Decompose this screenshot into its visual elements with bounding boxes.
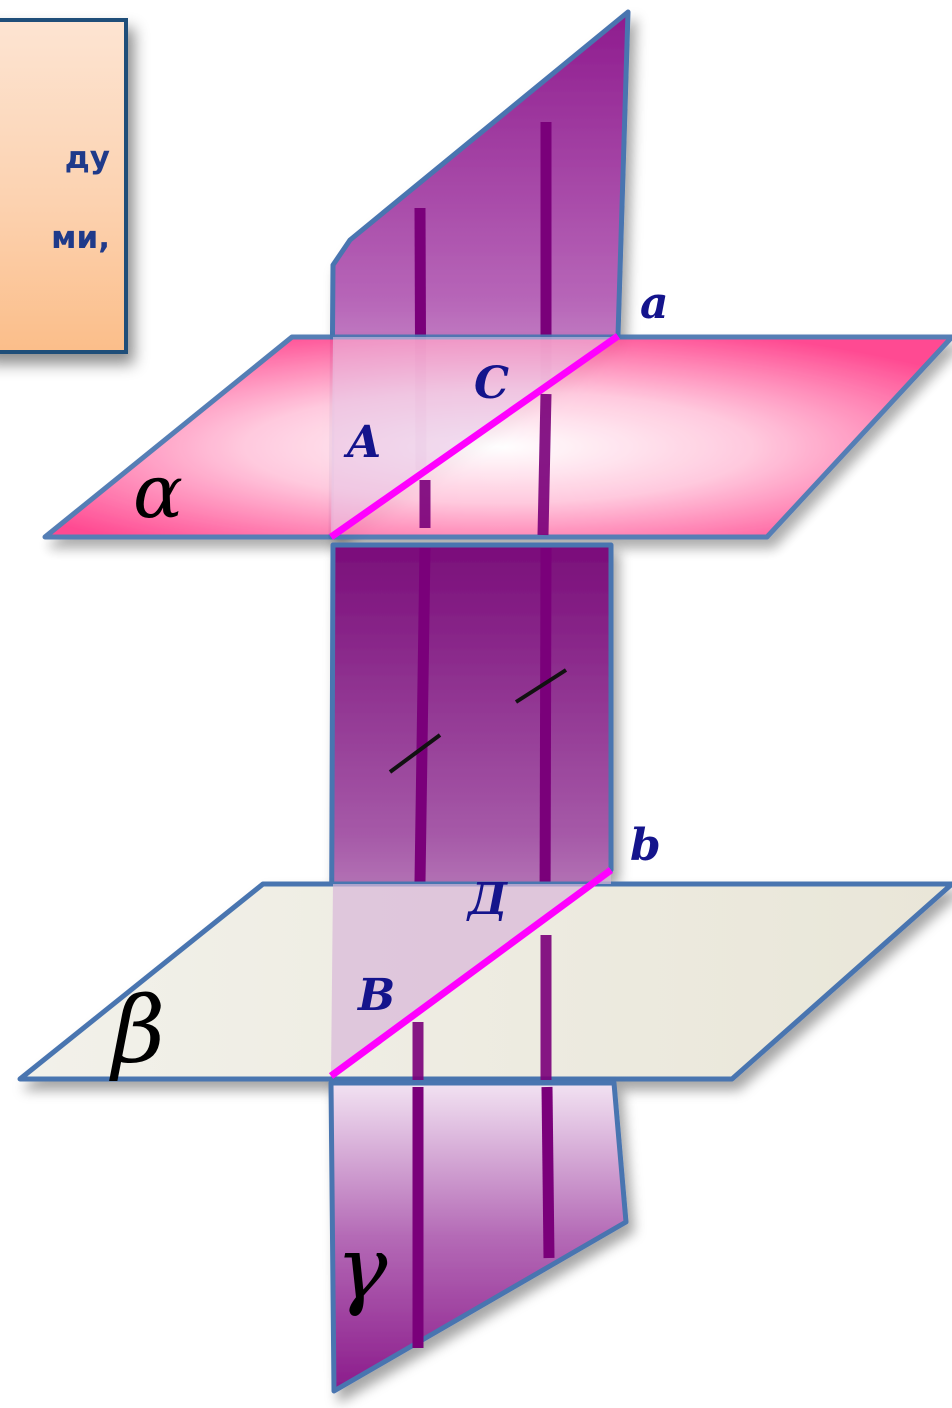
- plane-alpha: [42, 334, 952, 540]
- label-point-D: Д: [466, 874, 508, 925]
- intersection-line-b: [328, 867, 614, 1079]
- label-plane-alpha: α: [133, 449, 183, 535]
- text-line-1: ду: [64, 140, 110, 176]
- label-plane-gamma: γ: [336, 1219, 388, 1319]
- intersection-line-a: [328, 333, 621, 540]
- segment-CD: [539, 547, 552, 919]
- label-point-C: C: [474, 358, 509, 409]
- segment-lower-2: [541, 1086, 555, 1259]
- equal-tick-CD: [514, 668, 568, 704]
- label-line-b: b: [630, 820, 661, 871]
- label-line-a: a: [640, 278, 669, 329]
- segment-C-through: [537, 393, 552, 536]
- text-line-2: ми,: [51, 220, 110, 256]
- plane-beta: [17, 881, 952, 1082]
- label-point-A: A: [343, 417, 381, 468]
- label-point-B: B: [356, 970, 395, 1021]
- label-plane-beta: β: [109, 977, 165, 1084]
- text-box: ду ми,: [0, 18, 128, 354]
- equal-tick-AB: [388, 733, 442, 774]
